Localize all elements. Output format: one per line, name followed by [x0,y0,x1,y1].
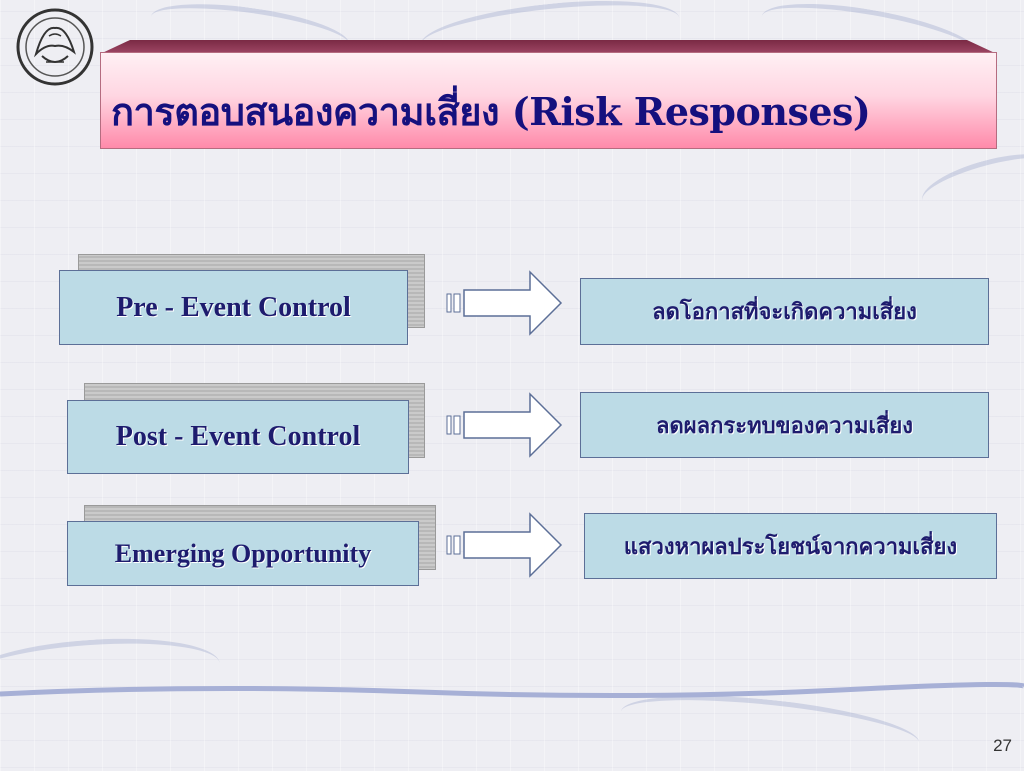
right-arrow-icon [446,270,563,336]
control-box-pre-event: Pre - Event Control [59,270,408,345]
crest-icon [16,8,94,86]
page-number: 27 [993,736,1012,755]
control-label: Emerging Opportunity [114,538,372,568]
title-banner-bevel [100,40,997,54]
title-banner: การตอบสนองความเสี่ยง (Risk Responses) [100,40,997,149]
title-box: การตอบสนองความเสี่ยง (Risk Responses) [100,52,997,149]
right-arrow-icon [446,512,563,578]
result-box-seek-opportunity: แสวงหาผลประโยชน์จากความเสี่ยง [584,513,997,579]
control-box-post-event: Post - Event Control [67,400,409,474]
result-box-reduce-impact: ลดผลกระทบของความเสี่ยง [580,392,989,458]
right-arrow-icon [446,392,563,458]
result-label: ลดโอกาสที่จะเกิดความเสี่ยง [652,300,917,325]
result-box-reduce-likelihood: ลดโอกาสที่จะเกิดความเสี่ยง [580,278,989,345]
result-label: แสวงหาผลประโยชน์จากความเสี่ยง [623,534,958,560]
control-label: Post - Event Control [115,421,361,452]
control-box-emerging-opportunity: Emerging Opportunity [67,521,419,586]
control-label: Pre - Event Control [116,291,351,323]
page-title: การตอบสนองความเสี่ยง (Risk Responses) [111,89,871,134]
result-label: ลดผลกระทบของความเสี่ยง [655,413,914,439]
organization-logo [14,6,96,88]
decorative-wave-line [0,681,1024,699]
